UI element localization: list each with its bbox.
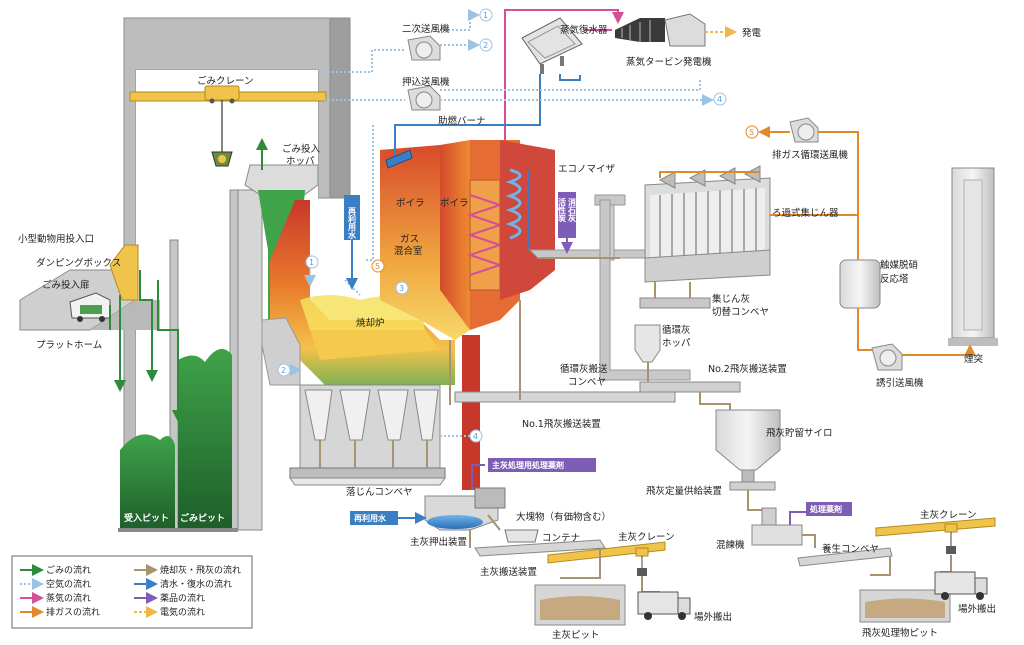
svg-text:3: 3 <box>399 284 404 293</box>
push-fan-label: 押込送風機 <box>402 76 450 88</box>
legend-item-chemical: 薬品の流れ <box>134 592 205 604</box>
legend: ごみの流れ 焼却灰・飛灰の流れ 空気の流れ 清水・復水の流れ 蒸気の流れ 薬品の… <box>11 555 253 629</box>
bulky-label: 大塊物（有価物含む） <box>516 511 611 523</box>
flue-ducts <box>454 117 998 491</box>
fly-ash-conveyor-1-label: No.1飛灰搬送装置 <box>522 418 601 430</box>
marker-4-duct: 4 <box>469 429 483 443</box>
legend-item-steam: 蒸気の流れ <box>20 592 91 604</box>
fans-and-steam <box>280 9 816 548</box>
power-label: 発電 <box>742 27 762 39</box>
dust-switch-label-2: 切替コンベヤ <box>712 306 769 318</box>
drop-conveyor-label: 落じんコンベヤ <box>346 486 413 498</box>
marker-1-secondary: 1 <box>479 8 493 22</box>
receiving-pit-label: 受入ピット <box>124 512 169 524</box>
circ-conveyor-label-1: 循環灰搬送 <box>560 363 608 375</box>
circ-conveyor-label-2: コンベヤ <box>568 377 606 388</box>
svg-text:焼却灰・飛灰の流れ: 焼却灰・飛灰の流れ <box>160 564 241 576</box>
svg-text:4: 4 <box>473 432 478 441</box>
container-label: コンテナ <box>542 533 580 544</box>
main-ash-crane-2-label: 主灰クレーン <box>920 509 977 521</box>
marker-5-egr: 5 <box>745 125 759 139</box>
reuse-water-label: 再利用水 <box>354 513 387 523</box>
dust-switch-label-1: 集じん灰 <box>712 293 750 305</box>
small-animal-inlet-label: 小型動物用投入口 <box>18 233 94 245</box>
main-ash-crane-label: 主灰クレーン <box>618 531 675 543</box>
induced-fan-label: 誘引送風機 <box>876 377 924 389</box>
reuse-water-vertical-label: 再利用水 <box>347 207 357 240</box>
burner-label: 助燃バーナ <box>438 115 486 127</box>
svg-text:5: 5 <box>375 262 380 271</box>
mix-chamber-label-2: 混合室 <box>394 245 423 257</box>
number-markers: 1 2 4 5 1 5 3 2 4 <box>277 8 759 443</box>
svg-text:薬品の流れ: 薬品の流れ <box>160 592 205 604</box>
svg-text:1: 1 <box>309 258 314 267</box>
garbage-pit-label: ごみピット <box>180 512 225 524</box>
legend-item-electric: 電気の流れ <box>134 606 205 618</box>
svg-text:電気の流れ: 電気の流れ <box>160 606 205 618</box>
dumping-box-label: ダンピングボックス <box>36 257 121 269</box>
hopper-label-line2: ホッパ <box>286 156 315 167</box>
egr-fan-label: 排ガス循環送風機 <box>772 149 849 161</box>
economizer-label: エコノマイザ <box>558 164 616 175</box>
svg-text:排ガスの流れ: 排ガスの流れ <box>46 606 100 618</box>
bag-filter-label: ろ過式集じん器 <box>772 207 839 219</box>
circ-hopper-label-2: ホッパ <box>662 338 691 349</box>
turbine-label: 蒸気タービン発電機 <box>626 56 712 68</box>
circ-hopper-label-1: 循環灰 <box>662 324 691 336</box>
main-ash-chem-label: 主灰処理用処理薬剤 <box>492 460 564 470</box>
activated-carbon-label: 活性炭 <box>558 197 567 223</box>
mix-chamber-label-1: ガス <box>400 234 419 245</box>
legend-item-garbage: ごみの流れ <box>20 564 91 576</box>
incinerator-label: 焼却炉 <box>356 317 385 329</box>
main-ash-pit-label: 主灰ピット <box>552 629 600 641</box>
platform-label: プラットホーム <box>36 340 102 351</box>
door-label: ごみ投入扉 <box>42 279 90 291</box>
treat-chem-label: 処理薬剤 <box>809 504 842 514</box>
denox-label-1: 触媒脱硝 <box>880 259 918 271</box>
svg-text:空気の流れ: 空気の流れ <box>46 578 91 590</box>
offsite-label-1: 場外搬出 <box>694 611 732 623</box>
svg-text:蒸気の流れ: 蒸気の流れ <box>46 592 91 604</box>
crane-label: ごみクレーン <box>197 75 254 87</box>
marker-3-furnace: 3 <box>395 281 409 295</box>
marker-2-grate: 2 <box>277 363 291 377</box>
svg-text:2: 2 <box>281 366 286 375</box>
marker-2-secondary: 2 <box>479 38 493 52</box>
feeder-label: 飛灰定量供給装置 <box>646 485 722 497</box>
mixer-label: 混練機 <box>716 539 745 551</box>
denox-label-2: 反応塔 <box>880 273 909 285</box>
svg-text:4: 4 <box>717 95 722 104</box>
legend-item-ash: 焼却灰・飛灰の流れ <box>134 564 241 576</box>
marker-4-push: 4 <box>713 92 727 106</box>
chimney-label: 煙突 <box>964 353 984 365</box>
condenser-label: 蒸気復水器 <box>560 24 608 36</box>
secondary-fan-label: 二次送風機 <box>402 23 450 35</box>
fly-ash-conveyor-2-label: No.2飛灰搬送装置 <box>708 363 787 375</box>
main-ash-extruder-label: 主灰押出装置 <box>410 536 467 548</box>
hopper-label-line1: ごみ投入 <box>282 143 321 155</box>
boiler-label-left: ボイラ <box>396 198 425 209</box>
ash-handling <box>350 458 996 626</box>
legend-item-water: 清水・復水の流れ <box>134 578 232 590</box>
marker-1-furnace: 1 <box>305 255 319 269</box>
offsite-label-2: 場外搬出 <box>958 603 996 615</box>
fly-pit-label: 飛灰処理物ピット <box>862 627 938 639</box>
svg-text:ごみの流れ: ごみの流れ <box>46 564 91 576</box>
boiler-label-right: ボイラ <box>440 198 469 209</box>
main-ash-conveyor-label: 主灰搬送装置 <box>480 566 537 578</box>
legend-item-exhaust: 排ガスの流れ <box>20 606 100 618</box>
marker-5-furnace: 5 <box>371 259 385 273</box>
incinerator <box>261 140 555 531</box>
svg-text:清水・復水の流れ: 清水・復水の流れ <box>160 578 232 590</box>
svg-text:2: 2 <box>483 41 488 50</box>
svg-text:1: 1 <box>483 11 488 20</box>
curing-conveyor-label: 養生コンベヤ <box>822 543 879 555</box>
slaked-lime-label: 消石灰 <box>568 197 577 223</box>
svg-text:5: 5 <box>749 128 754 137</box>
legend-item-air: 空気の流れ <box>20 578 91 590</box>
silo-label: 飛灰貯留サイロ <box>766 427 833 439</box>
